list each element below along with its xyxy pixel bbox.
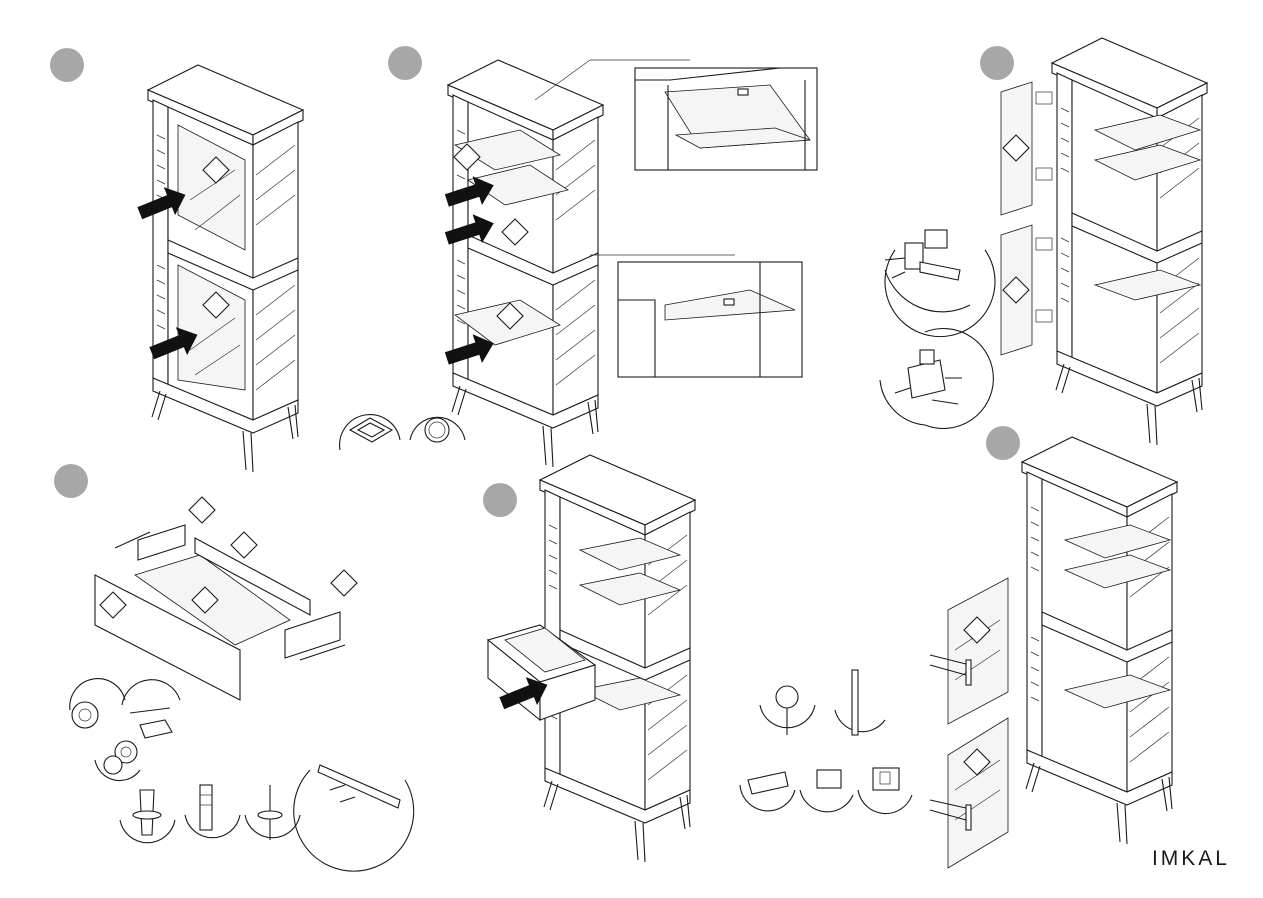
diamond-label-4c: [331, 570, 357, 596]
step-2: [340, 46, 817, 467]
hinge-detail-icon-b: [880, 329, 993, 429]
hinge-detail-icon-a: [885, 230, 995, 337]
step-badge-4: [54, 464, 88, 498]
step-badge-3: [980, 46, 1014, 80]
diamond-label-4a: [189, 497, 215, 523]
knob-icon: [760, 686, 815, 735]
step-5: [483, 455, 912, 862]
cam-bolt-icon: [122, 680, 180, 738]
cam-lock-icon: [70, 679, 125, 728]
runner-detail-icon: [294, 765, 414, 871]
wood-dowel-icon: [185, 785, 240, 838]
detail-view-bottom-shelf: [590, 255, 802, 377]
shelf-support-icon: [340, 415, 400, 450]
drawer-handle-icon: [740, 772, 795, 811]
step-1: [50, 48, 303, 472]
step-badge-6: [986, 426, 1020, 460]
step-badge-1: [50, 48, 84, 82]
dowel-screw-icon: [120, 790, 175, 843]
diamond-label-4b: [231, 532, 257, 558]
cabinet-step-3: [1052, 38, 1207, 445]
cabinet-step-1: [148, 65, 303, 472]
glass-bumper-icon: [410, 417, 465, 442]
screw-icon: [245, 785, 300, 840]
cam-cap-icon: [95, 741, 140, 781]
door-panels-step-3: [1001, 82, 1032, 355]
brand-logo: IMKAL: [1152, 847, 1230, 871]
door-catch-icon: [858, 768, 912, 814]
door-panels-step-6: [930, 578, 1008, 868]
handle-bar-icon: [835, 670, 885, 735]
step-badge-2: [388, 46, 422, 80]
magnet-catch-icon: [800, 770, 853, 812]
cabinet-step-2: [448, 60, 603, 467]
step-6: [930, 426, 1177, 868]
hinge-marks-step-3: [1036, 92, 1052, 322]
cabinet-step-6: [1022, 437, 1177, 844]
step-badge-5: [483, 483, 517, 517]
drawer-parts-exploded: [95, 525, 345, 700]
step-4: [54, 464, 414, 871]
step-3: [880, 38, 1207, 445]
